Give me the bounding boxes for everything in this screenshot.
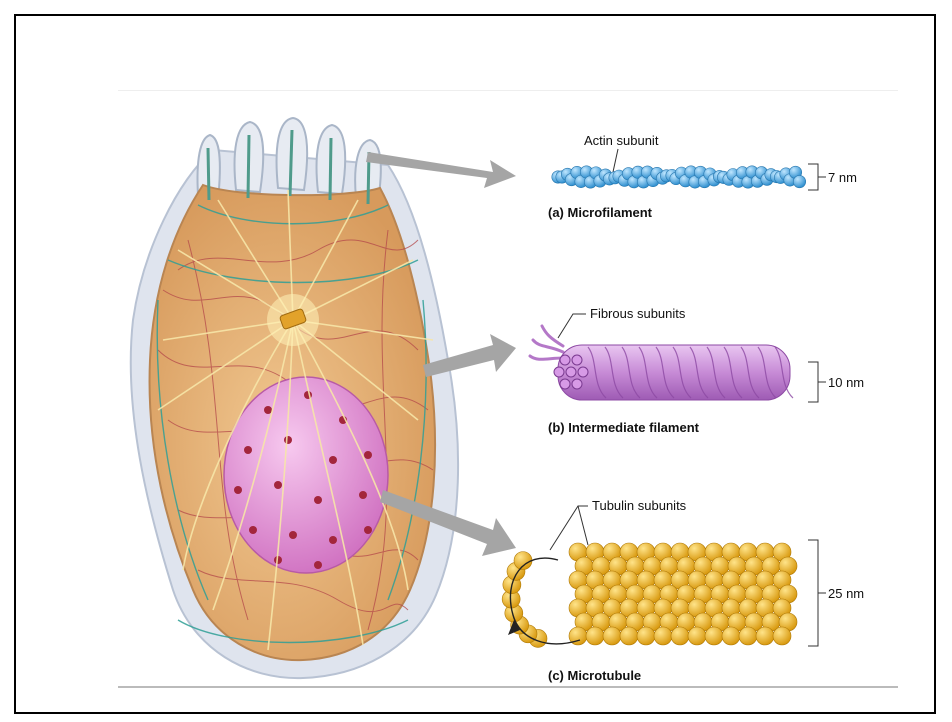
microtubule-size-label: 25 nm: [828, 586, 864, 601]
actin-bead: [793, 175, 805, 187]
cytoskeleton-figure: Actin subunit 7 nm (a) Microfilament Fib…: [118, 90, 898, 688]
nucleus: [224, 377, 388, 573]
microtubule-panel: Tubulin subunits 25 nm (c) Microtubule: [502, 498, 864, 683]
tubulin-subunits-label: Tubulin subunits: [592, 498, 687, 513]
microfilament-size-label: 7 nm: [828, 170, 857, 185]
intermediate-filament-caption: (b) Intermediate filament: [548, 420, 700, 435]
tubulin-dimer: [671, 627, 689, 645]
tubulin-dimer: [722, 627, 740, 645]
tubulin-dimer: [637, 627, 655, 645]
tubulin-dimer: [739, 627, 757, 645]
microtubule-size-bracket: [808, 540, 826, 646]
fibrous-subunits-label: Fibrous subunits: [590, 306, 686, 321]
fibrous-subunits-leader: [558, 314, 586, 338]
tubulin-dimer: [756, 627, 774, 645]
fiber-tips: [530, 326, 563, 359]
tubulin-subunits-leader-b: [578, 506, 588, 545]
tubulin-dimer: [705, 627, 723, 645]
tubulin-subunits-leader-a: [550, 506, 588, 550]
tubulin-dimer: [586, 627, 604, 645]
cell-illustration: [131, 118, 458, 678]
tubulin-dimer: [773, 627, 791, 645]
actin-subunit-label: Actin subunit: [584, 133, 659, 148]
actin-subunit-leader: [613, 149, 618, 172]
microfilament-size-bracket: [808, 164, 826, 190]
tubulin-dimer: [688, 627, 706, 645]
slide-frame: Actin subunit 7 nm (a) Microfilament Fib…: [14, 14, 936, 714]
tubulin-dimer: [603, 627, 621, 645]
actin-filament: [552, 166, 806, 188]
microfilament-panel: Actin subunit 7 nm (a) Microfilament: [548, 133, 857, 220]
intermediate-size-bracket: [808, 362, 826, 402]
intermediate-filament-panel: Fibrous subunits 10 nm (b) Intermediate …: [530, 306, 864, 435]
tubulin-dimer: [654, 627, 672, 645]
microfilament-caption: (a) Microfilament: [548, 205, 653, 220]
intermediate-size-label: 10 nm: [828, 375, 864, 390]
microtubule-caption: (c) Microtubule: [548, 668, 641, 683]
intermediate-filament-rope: [558, 345, 790, 400]
tubulin-dimer: [620, 627, 638, 645]
tubulin-dimer: [514, 552, 532, 570]
